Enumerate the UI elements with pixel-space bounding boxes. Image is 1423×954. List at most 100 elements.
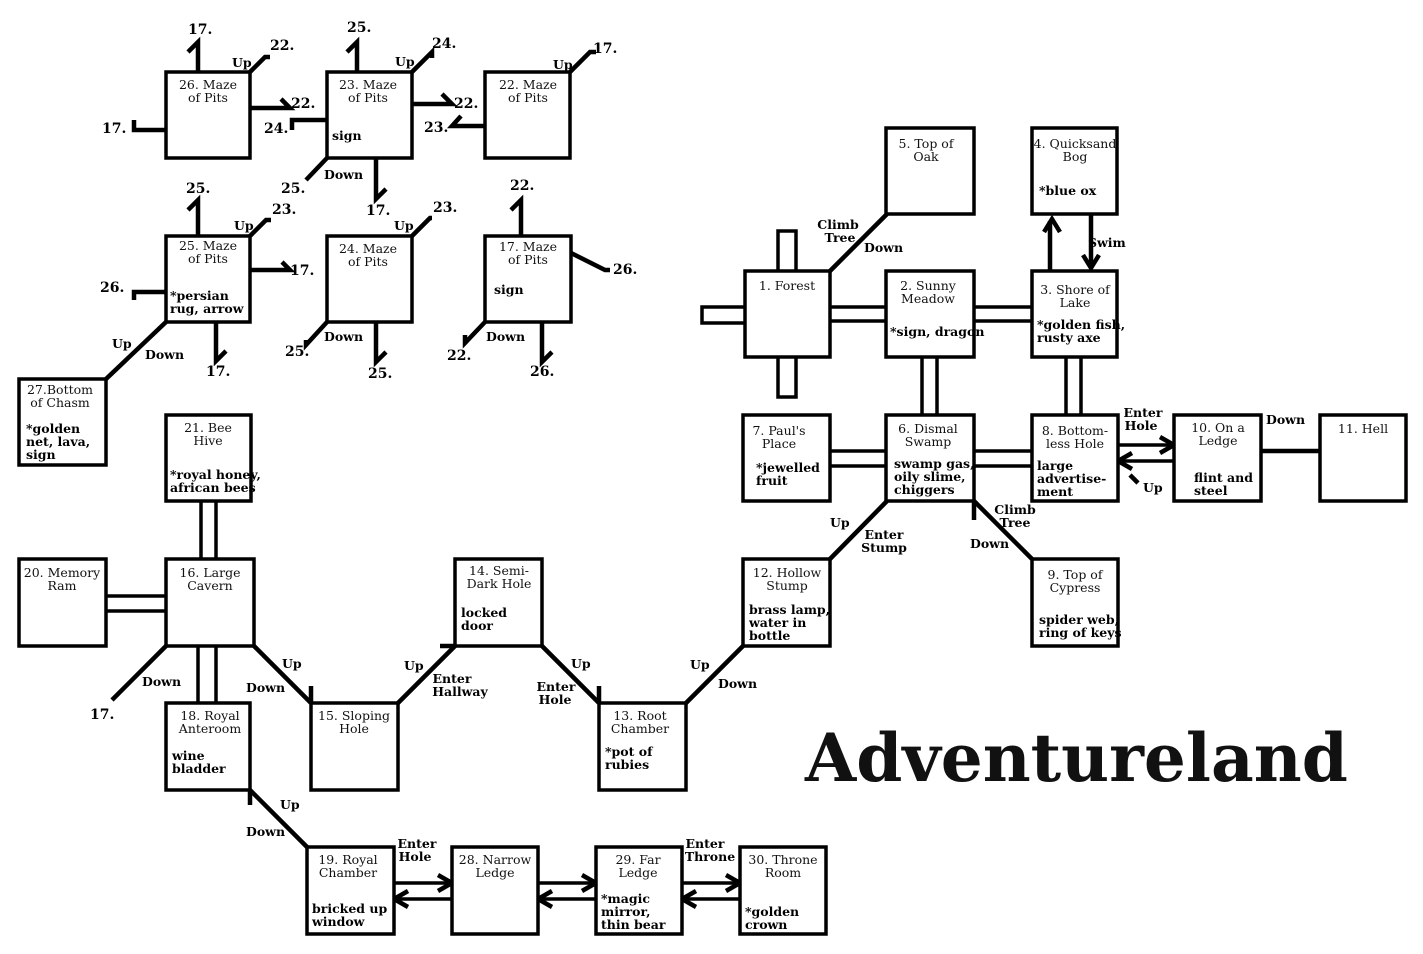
svg-text:17.: 17. [593, 41, 617, 57]
svg-text:locked: locked [461, 605, 507, 620]
svg-text:17. Maze: 17. Maze [499, 239, 557, 254]
link-19-28 [394, 881, 452, 901]
svg-text:22.: 22. [447, 348, 471, 364]
svg-text:of Pits: of Pits [348, 90, 388, 105]
svg-text:22. Maze: 22. Maze [499, 77, 557, 92]
svg-text:*golden: *golden [745, 904, 799, 919]
svg-text:Up: Up [394, 218, 414, 233]
svg-text:*magic: *magic [601, 891, 650, 906]
forest-west-loop [700, 305, 745, 325]
room-21: 21. Bee Hive *royal honey, african bees [164, 413, 261, 503]
svg-text:of Pits: of Pits [348, 254, 388, 269]
svg-text:*pot of: *pot of [605, 744, 654, 759]
svg-text:rubies: rubies [605, 757, 649, 772]
svg-text:Room: Room [765, 865, 801, 880]
room-18: 18. Royal Anteroom wine bladder [164, 701, 252, 792]
svg-text:22.: 22. [291, 96, 315, 112]
room-16: 16. Large Cavern [164, 557, 256, 648]
svg-text:Bog: Bog [1063, 149, 1088, 164]
svg-text:23.: 23. [433, 200, 457, 216]
svg-text:window: window [311, 914, 366, 929]
svg-text:24. Maze: 24. Maze [339, 241, 397, 256]
svg-text:mirror,: mirror, [601, 904, 651, 919]
svg-text:of Pits: of Pits [188, 251, 228, 266]
svg-text:26.: 26. [100, 280, 124, 296]
svg-text:17.: 17. [188, 22, 212, 38]
room-28: 28. Narrow Ledge [450, 845, 540, 936]
svg-text:bladder: bladder [172, 761, 226, 776]
room-2: 2. Sunny Meadow *sign, dragon [884, 269, 984, 359]
svg-text:Down: Down [145, 347, 184, 362]
svg-text:23. Maze: 23. Maze [339, 77, 397, 92]
svg-text:6. Dismal: 6. Dismal [898, 421, 958, 436]
link-16-17 [110, 644, 168, 702]
svg-text:8. Bottom-: 8. Bottom- [1042, 423, 1108, 438]
link-2-6 [920, 357, 939, 415]
link-2-3 [974, 305, 1032, 323]
svg-text:Ledge: Ledge [618, 865, 657, 880]
svg-text:Throne: Throne [685, 849, 735, 864]
svg-text:25.: 25. [285, 344, 309, 360]
svg-text:24.: 24. [432, 36, 456, 52]
link-29-30 [682, 881, 740, 901]
connection-labels: Climb Tree Down Swim Enter Hole Up Down … [112, 54, 1305, 864]
svg-text:sign: sign [332, 128, 362, 143]
svg-text:Down: Down [718, 676, 757, 691]
svg-text:of Pits: of Pits [508, 90, 548, 105]
svg-text:chiggers: chiggers [894, 482, 955, 497]
svg-text:bottle: bottle [749, 628, 790, 643]
svg-text:25. Maze: 25. Maze [179, 238, 237, 253]
svg-text:Lake: Lake [1060, 295, 1091, 310]
connections [104, 36, 1320, 909]
svg-text:26.: 26. [530, 364, 554, 380]
svg-text:Chamber: Chamber [319, 865, 377, 880]
svg-text:29. Far: 29. Far [615, 852, 660, 867]
room-22: 22. Maze of Pits [483, 70, 572, 160]
room-17: 17. Maze of Pits sign [483, 234, 573, 324]
svg-text:Up: Up [404, 658, 424, 673]
svg-text:Hole: Hole [399, 849, 432, 864]
link-8-10 [1118, 443, 1174, 463]
link-18-19 [248, 788, 309, 849]
link-13-12 [684, 644, 745, 705]
svg-text:Down: Down [324, 329, 363, 344]
svg-text:2. Sunny: 2. Sunny [900, 278, 957, 293]
svg-text:Down: Down [970, 536, 1009, 551]
svg-text:23.: 23. [424, 120, 448, 136]
svg-text:sign: sign [26, 447, 56, 462]
svg-text:net, lava,: net, lava, [26, 434, 90, 449]
room-27: 27.Bottom of Chasm *golden net, lava, si… [17, 377, 108, 467]
svg-text:Up: Up [232, 55, 252, 70]
room-23: 23. Maze of Pits sign [325, 70, 414, 160]
svg-text:*golden fish,: *golden fish, [1037, 317, 1125, 332]
svg-text:thin bear: thin bear [601, 917, 666, 932]
svg-text:Up: Up [553, 57, 573, 72]
svg-text:steel: steel [1194, 483, 1228, 498]
room-1: 1. Forest [743, 269, 832, 359]
room-6: 6. Dismal Swamp swamp gas, oily slime, c… [884, 413, 976, 503]
map-title: Adventureland [804, 719, 1348, 797]
svg-text:Down: Down [246, 680, 285, 695]
svg-text:3. Shore of: 3. Shore of [1040, 282, 1111, 297]
svg-text:ring of keys: ring of keys [1039, 625, 1122, 640]
svg-text:17.: 17. [102, 121, 126, 137]
svg-text:12. Hollow: 12. Hollow [753, 565, 822, 580]
svg-text:advertise-: advertise- [1037, 471, 1106, 486]
svg-text:Oak: Oak [913, 149, 939, 164]
room-14: 14. Semi- Dark Hole locked door [453, 557, 544, 648]
svg-text:21. Bee: 21. Bee [184, 420, 232, 435]
link-15-14 [396, 644, 457, 705]
svg-text:Enter: Enter [398, 836, 437, 851]
svg-text:Hallway: Hallway [432, 684, 488, 699]
svg-text:Ledge: Ledge [1198, 433, 1237, 448]
svg-text:Enter: Enter [865, 527, 904, 542]
svg-text:swamp gas,: swamp gas, [894, 456, 974, 471]
svg-text:rusty axe: rusty axe [1037, 330, 1101, 345]
svg-text:of Chasm: of Chasm [30, 395, 90, 410]
svg-text:Hole: Hole [1125, 418, 1158, 433]
room-3: 3. Shore of Lake *golden fish, rusty axe [1030, 269, 1125, 359]
svg-text:25.: 25. [281, 181, 305, 197]
arrow-shore-down [1081, 253, 1101, 273]
svg-text:Climb: Climb [994, 502, 1036, 517]
svg-text:sign: sign [494, 282, 524, 297]
